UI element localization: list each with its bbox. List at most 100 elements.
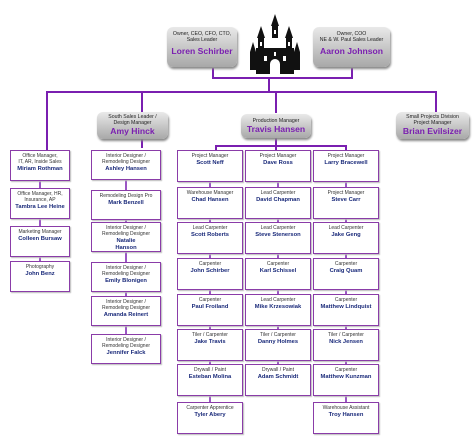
- manager-role: Production Manager: [252, 118, 300, 124]
- castle-logo: [250, 14, 300, 74]
- staff-role: Drywall / Paint: [262, 367, 294, 373]
- manager-role: Small Projects Division Project Manager: [406, 114, 459, 126]
- owner-role: Owner, CEO, CFO, CTO, Sales Leader: [172, 31, 232, 43]
- staff-role: Carpenter Apprentice: [186, 405, 234, 411]
- staff-name: Craig Quam: [329, 267, 363, 274]
- staff-role: Carpenter: [334, 261, 358, 267]
- staff-name: Natalie Hanson: [115, 237, 137, 251]
- staff-name: Steve Carr: [331, 196, 361, 203]
- staff-role: Tiler / Carpenter: [328, 332, 364, 338]
- staff-name: Tambra Lee Heine: [15, 203, 65, 210]
- staff-role: Project Manager: [191, 153, 229, 159]
- staff-name: Tyler Abery: [194, 411, 226, 418]
- staff-name: Jake Geng: [331, 231, 361, 238]
- staff-role: Carpenter: [334, 297, 358, 303]
- staff-name: Steve Stenerson: [255, 231, 301, 238]
- owner-role: Owner, COO NE & W. Paul Sales Leader: [319, 31, 384, 43]
- owner-box-aaron: Owner, COO NE & W. Paul Sales Leader Aar…: [313, 27, 390, 67]
- manager-role: South Sales Leader / Design Manager: [108, 114, 157, 126]
- staff-name: Emily Blonigen: [105, 277, 147, 284]
- staff-name: Jennifer Falck: [106, 349, 146, 356]
- staff-role: Lead Carpenter: [260, 225, 296, 231]
- staff-name: Dave Ross: [263, 159, 293, 166]
- staff-name: Matthew Kunzman: [320, 373, 372, 380]
- owner-box-loren: Owner, CEO, CFO, CTO, Sales Leader Loren…: [167, 27, 237, 67]
- staff-name: Mark Benzell: [108, 199, 144, 206]
- staff-name: Matthew Lindquist: [320, 303, 372, 310]
- staff-role: Photography: [25, 264, 55, 270]
- staff-role: Interior Designer / Remodeling Designer: [101, 299, 151, 311]
- staff-role: Carpenter: [266, 261, 290, 267]
- staff-role: Office Manager, HR, Insurance, AP: [17, 191, 63, 203]
- staff-role: Interior Designer / Remodeling Designer: [101, 153, 151, 165]
- manager-box-brian: Small Projects Division Project Manager …: [396, 112, 469, 139]
- staff-name: Amanda Reinert: [103, 311, 149, 318]
- staff-role: Interior Designer / Remodeling Designer: [101, 337, 151, 349]
- staff-name: David Chapman: [256, 196, 300, 203]
- staff-name: Scott Neff: [196, 159, 224, 166]
- staff-role: Carpenter: [198, 297, 222, 303]
- staff-name: Colleen Bursaw: [18, 235, 62, 242]
- staff-role: Interior Designer / Remodeling Designer: [101, 265, 151, 277]
- staff-role: Project Manager: [327, 190, 365, 196]
- staff-name: Mike Krzesowiak: [254, 303, 302, 310]
- staff-name: Scott Roberts: [190, 231, 229, 238]
- staff-name: Miriam Rothman: [17, 165, 63, 172]
- manager-box-travis: Production Manager Travis Hansen: [241, 114, 311, 138]
- staff-role: Tiler / Carpenter: [260, 332, 296, 338]
- owner-name: Aaron Johnson: [319, 46, 384, 56]
- staff-name: Jake Travis: [194, 338, 226, 345]
- staff-role: Drywall / Paint: [194, 367, 226, 373]
- staff-name: Paul Froiland: [191, 303, 229, 310]
- staff-name: Troy Hansen: [328, 411, 364, 418]
- owner-name: Loren Schirber: [171, 46, 233, 56]
- staff-role: Warehouse Manager: [186, 190, 234, 196]
- staff-name: Esteban Molina: [188, 373, 232, 380]
- staff-name: Karl Schissel: [259, 267, 297, 274]
- staff-role: Project Manager: [259, 153, 297, 159]
- staff-role: Lead Carpenter: [192, 225, 228, 231]
- manager-name: Travis Hansen: [246, 124, 306, 134]
- staff-name: John Benz: [25, 270, 55, 277]
- staff-role: Tiler / Carpenter: [192, 332, 228, 338]
- staff-role: Lead Carpenter: [260, 297, 296, 303]
- staff-name: Larry Bracewell: [324, 159, 368, 166]
- staff-role: Carpenter: [198, 261, 222, 267]
- manager-name: Brian Evilsizer: [402, 126, 463, 136]
- staff-name: Adam Schmidt: [257, 373, 299, 380]
- staff-role: Interior Designer / Remodeling Designer: [101, 225, 151, 237]
- staff-role: Lead Carpenter: [328, 225, 364, 231]
- manager-name: Amy Hinck: [110, 126, 155, 136]
